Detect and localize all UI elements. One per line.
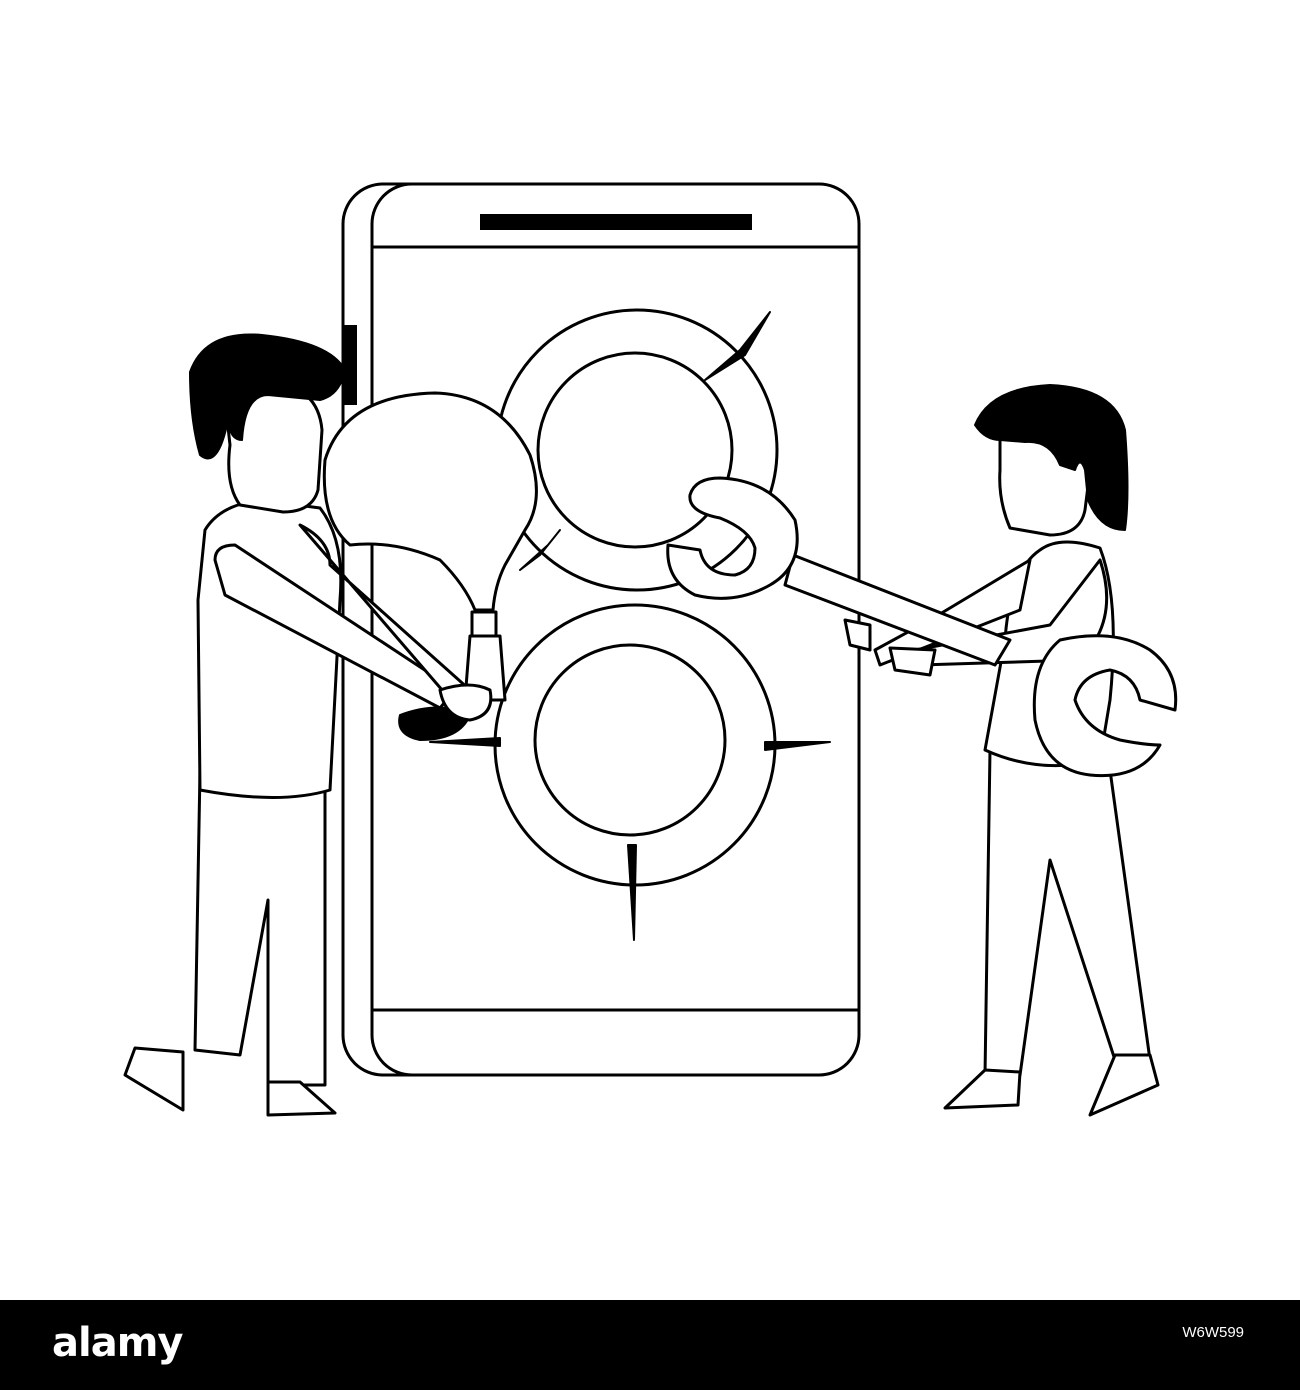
side-button [343, 325, 357, 405]
gear-icon [495, 308, 779, 592]
wrench-icon [1032, 634, 1178, 778]
footer-bar: alamy W6W599 [0, 1300, 1300, 1390]
watermark-logo: alamy [52, 1320, 183, 1366]
person-right [843, 384, 1160, 1117]
speaker-slot [480, 214, 752, 230]
gear-icon [429, 603, 831, 941]
illustration [123, 182, 1178, 1117]
image-id-label: W6W599 [1182, 1324, 1244, 1341]
wrench-icon [666, 476, 1012, 667]
person-left [123, 333, 472, 1117]
lightbulb-icon [322, 391, 538, 741]
